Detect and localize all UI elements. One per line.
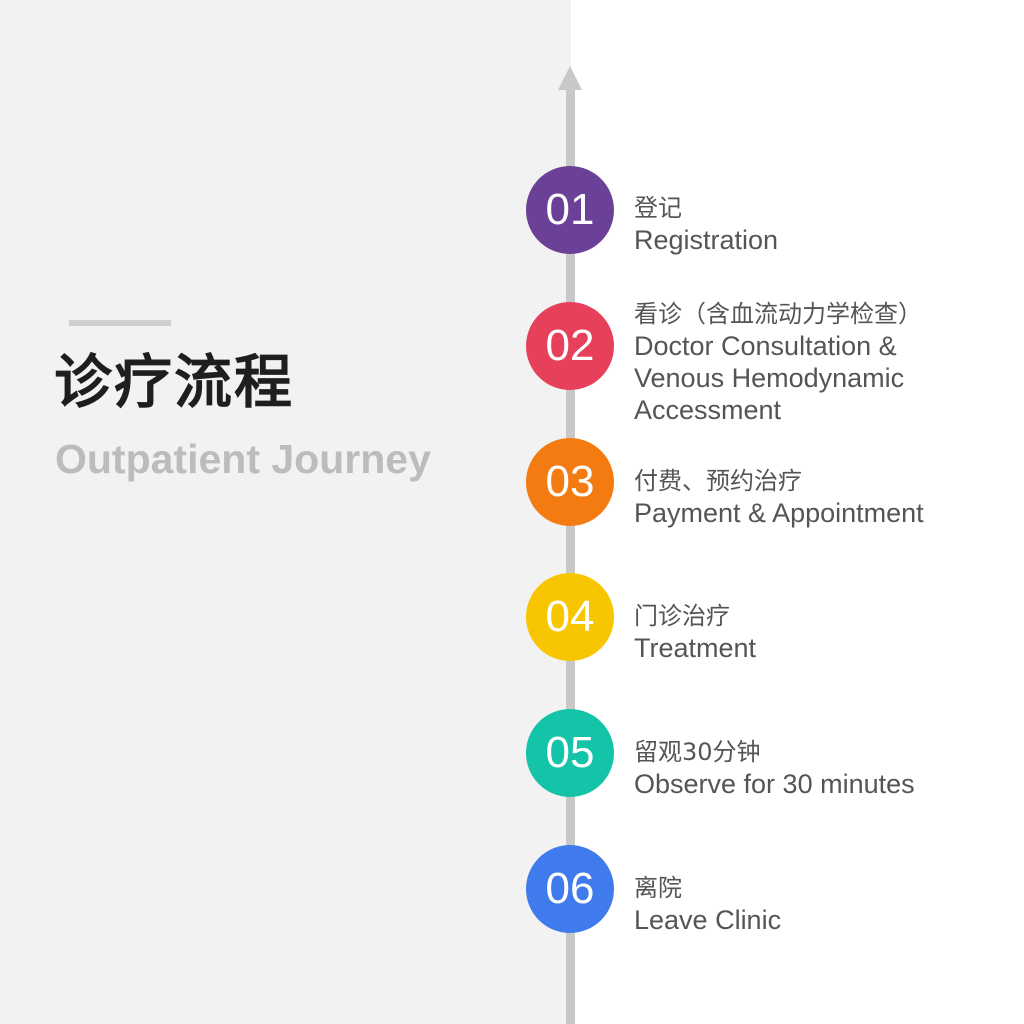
step-4-number: 04 bbox=[545, 592, 595, 641]
step-1-label-en: Registration bbox=[634, 225, 779, 255]
timeline-arrow-icon bbox=[558, 66, 582, 90]
step-1-text: 登记 Registration bbox=[634, 192, 778, 256]
step-2-label-en-line2: Venous Hemodynamic bbox=[634, 363, 905, 393]
step-2-label-en-line1: Doctor Consultation & bbox=[634, 331, 897, 361]
step-6-text: 离院 Leave Clinic bbox=[634, 872, 781, 936]
step-3-label-zh: 付费、预约治疗 bbox=[634, 467, 802, 495]
step-6-number: 06 bbox=[545, 864, 595, 913]
step-2-circle: 02 bbox=[526, 302, 614, 390]
title-rule bbox=[69, 320, 171, 326]
step-3-label-en: Payment & Appointment bbox=[634, 498, 924, 528]
step-6-label-en: Leave Clinic bbox=[634, 905, 782, 935]
step-1-circle: 01 bbox=[526, 166, 614, 254]
page-subtitle: Outpatient Journey bbox=[55, 436, 431, 482]
step-4-text: 门诊治疗 Treatment bbox=[634, 600, 756, 664]
step-4-circle: 04 bbox=[526, 573, 614, 661]
step-4-label-en: Treatment bbox=[634, 633, 757, 663]
step-6-circle: 06 bbox=[526, 845, 614, 933]
step-5-text: 留观30分钟 Observe for 30 minutes bbox=[634, 736, 915, 800]
step-3-circle: 03 bbox=[526, 438, 614, 526]
step-3-number: 03 bbox=[545, 457, 595, 506]
step-3-text: 付费、预约治疗 Payment & Appointment bbox=[634, 465, 924, 529]
step-5-circle: 05 bbox=[526, 709, 614, 797]
step-2-text: 看诊（含血流动力学检查） Doctor Consultation & Venou… bbox=[634, 298, 922, 426]
step-5-number: 05 bbox=[545, 728, 595, 777]
step-2-number: 02 bbox=[545, 321, 595, 370]
page-title: 诊疗流程 bbox=[54, 348, 295, 416]
step-5-label-en: Observe for 30 minutes bbox=[634, 769, 915, 799]
step-1-label-zh: 登记 bbox=[634, 194, 682, 222]
step-1-number: 01 bbox=[545, 185, 595, 234]
step-4-label-zh: 门诊治疗 bbox=[634, 602, 730, 630]
left-panel bbox=[0, 0, 571, 1024]
step-6-label-zh: 离院 bbox=[634, 874, 682, 902]
step-5-label-zh: 留观30分钟 bbox=[634, 738, 761, 766]
timeline-line bbox=[566, 86, 575, 1024]
step-2-label-en-line3: Accessment bbox=[634, 395, 782, 425]
step-2-label-zh: 看诊（含血流动力学检查） bbox=[634, 300, 922, 328]
